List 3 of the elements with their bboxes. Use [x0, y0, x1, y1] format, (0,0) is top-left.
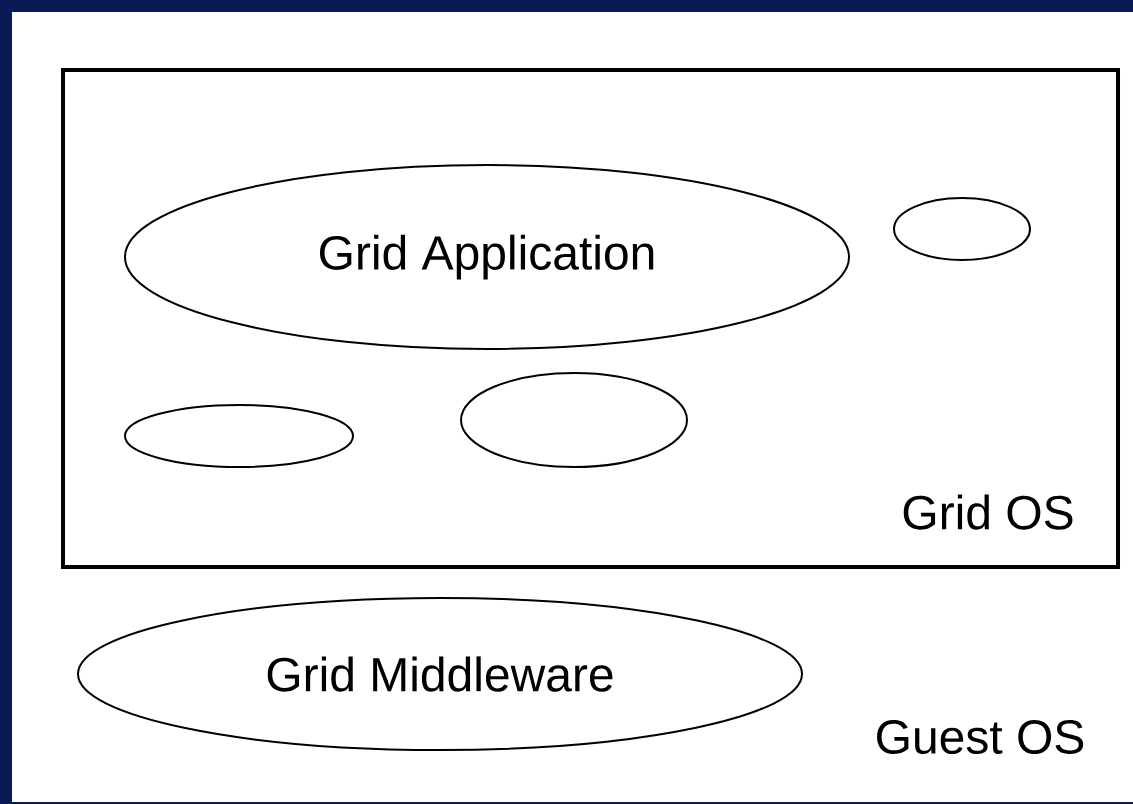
ellipse-shape	[893, 197, 1031, 261]
ellipse-shape	[124, 404, 354, 468]
ellipse-shape	[460, 372, 688, 468]
